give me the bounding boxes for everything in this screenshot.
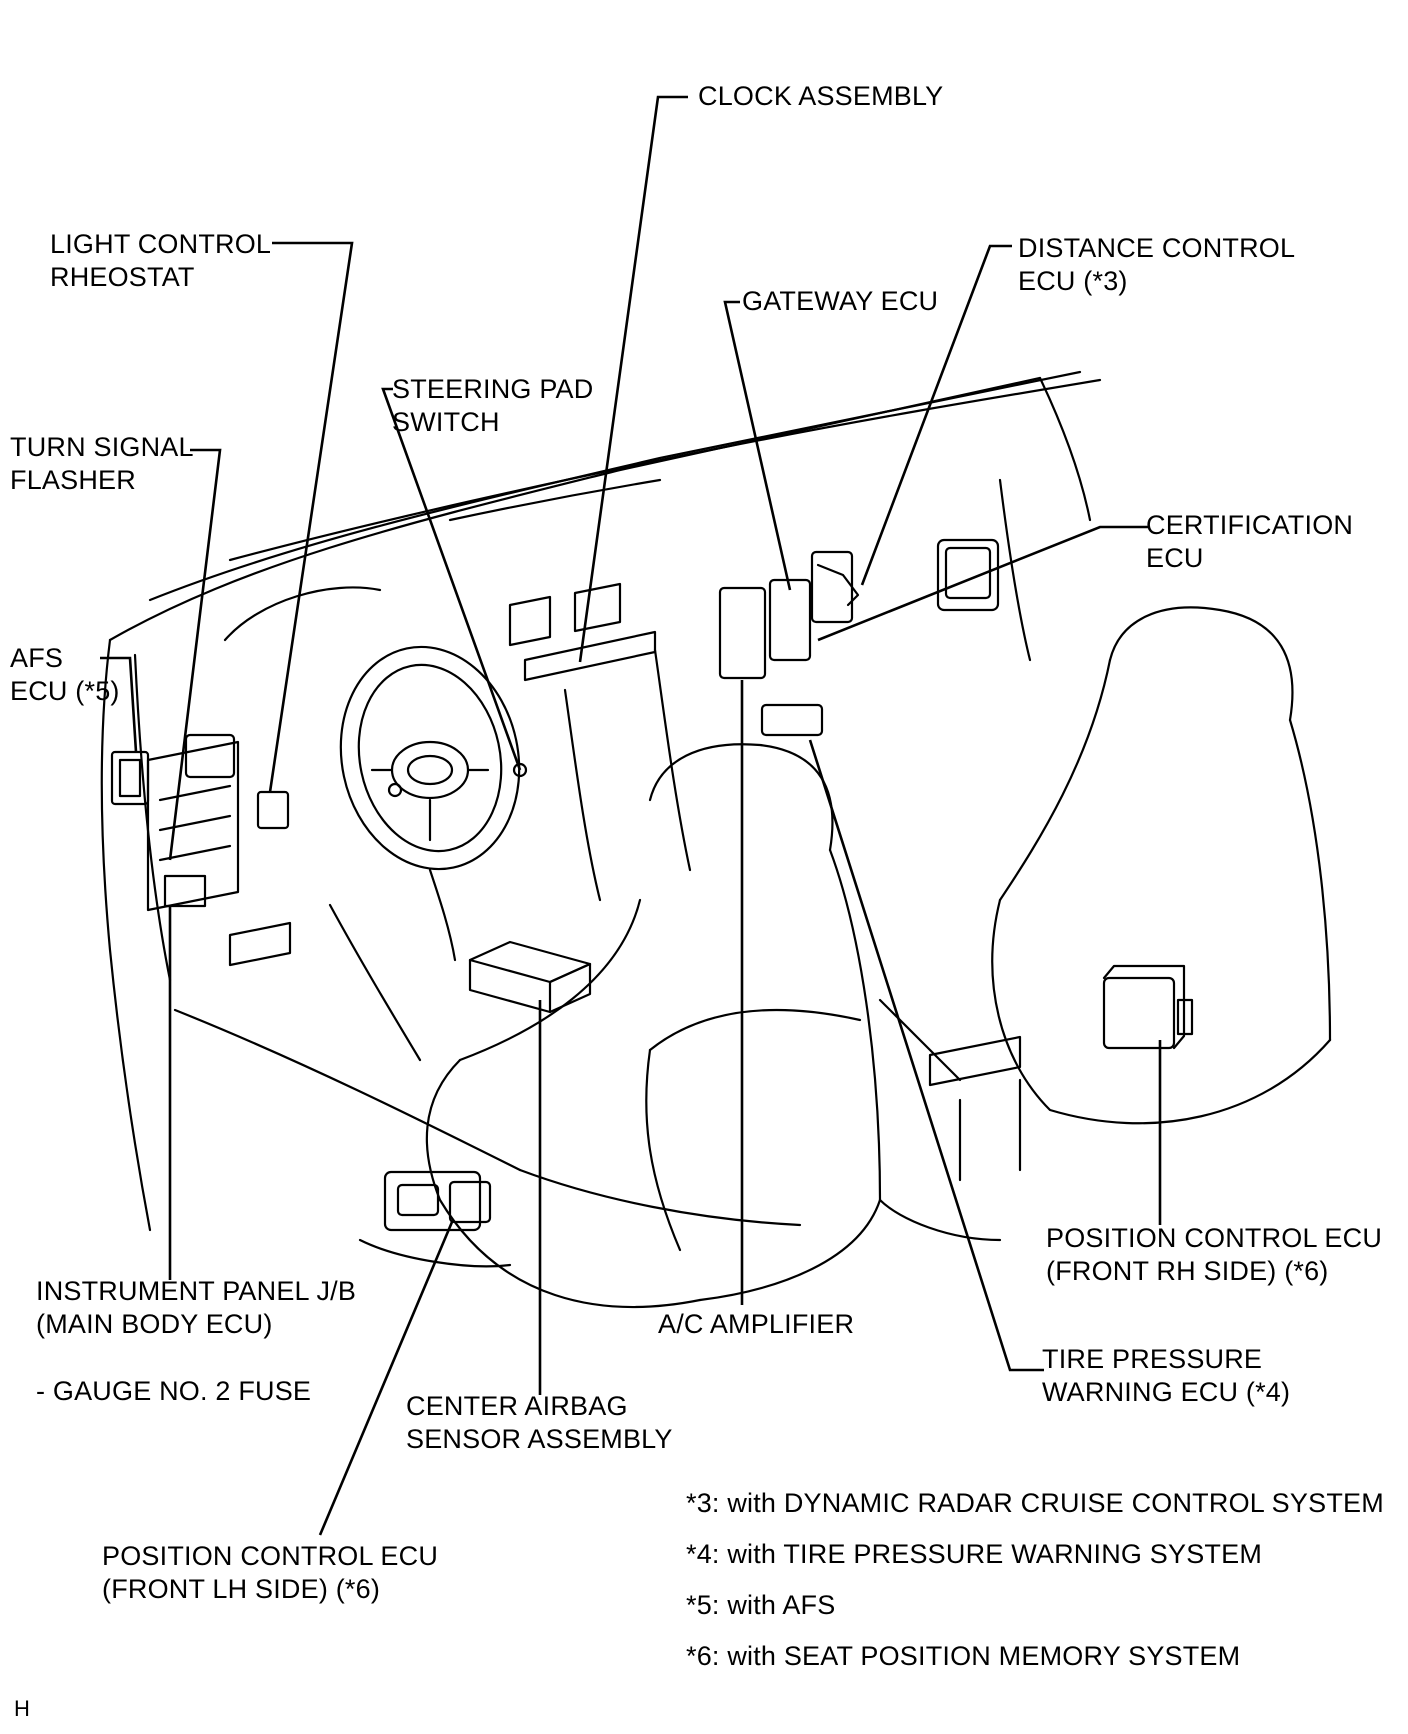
label-line: TIRE PRESSURE [1042,1344,1263,1374]
label-line: FLASHER [10,465,136,495]
leader-clock-assembly [578,95,688,663]
label-line: (MAIN BODY ECU) [36,1309,273,1339]
label-center-airbag-sensor: CENTER AIRBAG SENSOR ASSEMBLY [406,1390,673,1456]
label-line: CLOCK ASSEMBLY [698,81,944,111]
label-gateway-ecu: GATEWAY ECU [742,285,938,318]
label-clock-assembly: CLOCK ASSEMBLY [698,80,943,113]
footnote-6: *6: with SEAT POSITION MEMORY SYSTEM [686,1640,1240,1673]
corner-code-text: H [14,1696,31,1721]
label-distance-control-ecu: DISTANCE CONTROL ECU (*3) [1018,232,1295,298]
footnote-5: *5: with AFS [686,1589,835,1622]
label-line: CERTIFICATION [1146,510,1354,540]
label-line: (FRONT LH SIDE) (*6) [102,1574,381,1604]
label-line: - GAUGE NO. 2 FUSE [36,1376,312,1406]
leader-distance-control-ecu [860,244,1012,586]
leader-steering-pad-switch [381,387,522,771]
label-ac-amplifier: A/C AMPLIFIER [658,1308,854,1341]
label-afs-ecu: AFS ECU (*5) [10,642,120,708]
label-position-control-ecu-lh: POSITION CONTROL ECU (FRONT LH SIDE) (*6… [102,1540,438,1606]
leader-tire-pressure-ecu [808,739,1044,1372]
footnote-line: *3: with DYNAMIC RADAR CRUISE CONTROL SY… [686,1488,1384,1518]
leader-gateway-ecu [723,300,792,591]
label-tire-pressure-warning-ecu: TIRE PRESSURE WARNING ECU (*4) [1042,1343,1290,1409]
footnote-4: *4: with TIRE PRESSURE WARNING SYSTEM [686,1538,1262,1571]
label-line: ECU (*3) [1018,266,1128,296]
label-line: POSITION CONTROL ECU [1046,1223,1383,1253]
footnote-3: *3: with DYNAMIC RADAR CRUISE CONTROL SY… [686,1487,1384,1520]
footnote-line: *6: with SEAT POSITION MEMORY SYSTEM [686,1641,1241,1671]
label-line: RHEOSTAT [50,262,195,292]
label-line: POSITION CONTROL ECU [102,1541,439,1571]
label-line: SWITCH [392,407,500,437]
label-line: AFS [10,643,64,673]
label-line: (FRONT RH SIDE) (*6) [1046,1256,1329,1286]
corner-code: H [14,1692,30,1725]
leader-light-control-rheostat [268,241,354,793]
label-gauge-fuse: - GAUGE NO. 2 FUSE [36,1375,311,1408]
label-line: CENTER AIRBAG [406,1391,628,1421]
leader-certification-ecu [817,525,1148,642]
label-line: DISTANCE CONTROL [1018,233,1296,263]
label-instrument-panel-jb: INSTRUMENT PANEL J/B (MAIN BODY ECU) [36,1275,356,1341]
label-line: WARNING ECU (*4) [1042,1377,1291,1407]
label-position-control-ecu-rh: POSITION CONTROL ECU (FRONT RH SIDE) (*6… [1046,1222,1382,1288]
label-line: TURN SIGNAL [10,432,194,462]
label-line: INSTRUMENT PANEL J/B [36,1276,357,1306]
footnote-line: *4: with TIRE PRESSURE WARNING SYSTEM [686,1539,1263,1569]
leader-position-control-lh [318,1221,454,1536]
label-line: ECU (*5) [10,676,120,706]
label-line: LIGHT CONTROL [50,229,272,259]
label-line: ECU [1146,543,1204,573]
label-line: A/C AMPLIFIER [658,1309,855,1339]
label-line: SENSOR ASSEMBLY [406,1424,673,1454]
label-certification-ecu: CERTIFICATION ECU [1146,509,1353,575]
leader-turn-signal-flasher [168,448,222,861]
leader-afs-ecu [100,656,138,753]
label-light-control-rheostat: LIGHT CONTROL RHEOSTAT [50,228,271,294]
label-line: GATEWAY ECU [742,286,939,316]
footnote-line: *5: with AFS [686,1590,836,1620]
label-turn-signal-flasher: TURN SIGNAL FLASHER [10,431,194,497]
label-line: STEERING PAD [392,374,594,404]
label-steering-pad-switch: STEERING PAD SWITCH [392,373,593,439]
